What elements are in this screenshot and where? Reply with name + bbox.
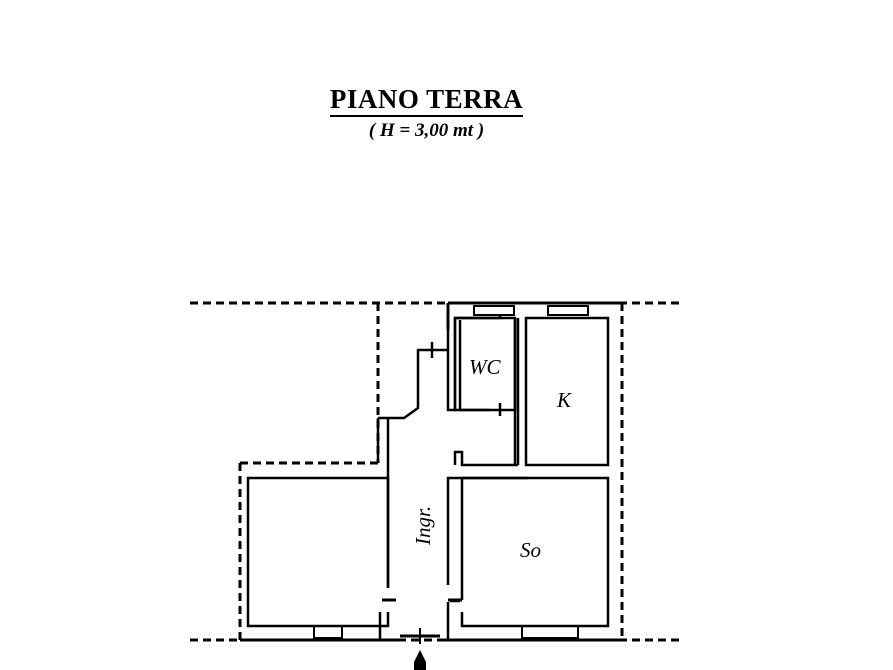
room-label-kitchen: K — [556, 388, 572, 412]
floor-plan-title: PIANO TERRA — [0, 84, 853, 117]
kitchen-walls — [524, 316, 610, 467]
entrance-arrow-icon — [414, 650, 426, 670]
property-boundary-lines — [190, 301, 680, 642]
floor-height-subtitle: ( H = 3,00 mt ) — [368, 120, 485, 141]
windows-top — [473, 305, 589, 316]
bedroom-walls — [246, 476, 396, 640]
room-label-wc: WC — [469, 355, 501, 379]
outer-walls — [240, 301, 622, 644]
room-label-entrance: Ingr. — [411, 506, 435, 546]
title-text: PIANO TERRA — [329, 84, 524, 117]
wc-walls — [453, 316, 520, 465]
center-walls — [446, 450, 528, 600]
room-label-living: So — [520, 538, 541, 562]
